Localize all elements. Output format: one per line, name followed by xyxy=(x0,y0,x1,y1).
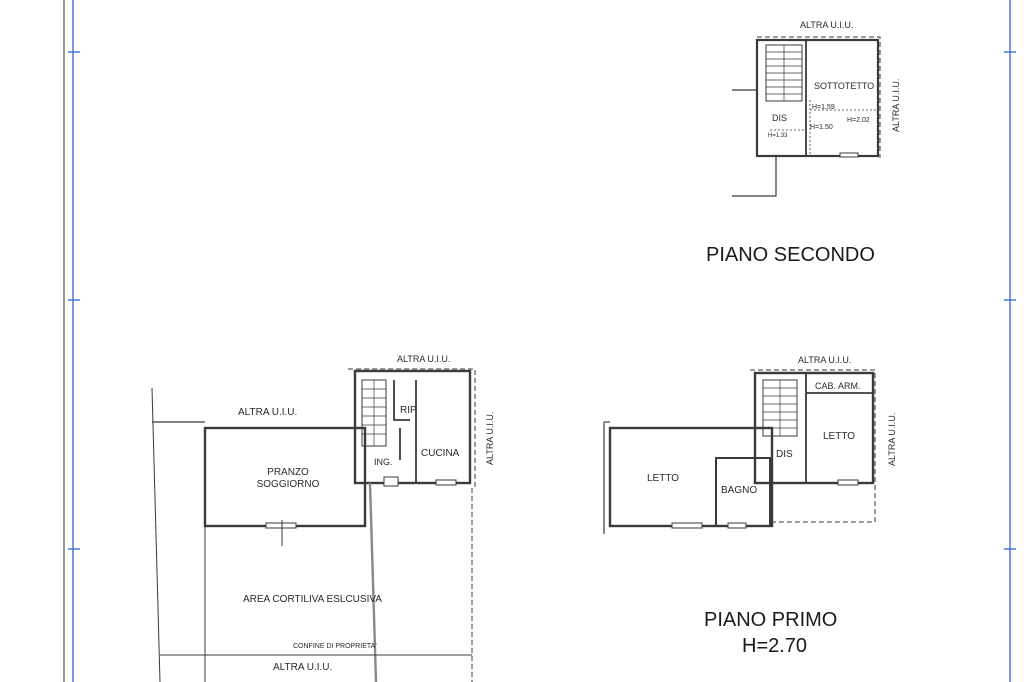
page-margins xyxy=(68,0,1016,682)
piano-terra-plan xyxy=(151,368,476,682)
pt-confine: CONFINE DI PROPRIETA' xyxy=(293,643,377,650)
pp-room-letto-left: LETTO xyxy=(647,473,680,484)
ps-room-dis: DIS xyxy=(772,113,788,123)
pt-room-pranzo-line2: SOGGIORNO xyxy=(256,479,320,490)
ps-altra-uiu-top: ALTRA U.I.U. xyxy=(800,20,854,30)
pp-room-letto-right: LETTO xyxy=(823,431,856,442)
piano-secondo-title: PIANO SECONDO xyxy=(706,244,875,266)
piano-secondo-plan xyxy=(732,36,881,197)
pp-room-dis: DIS xyxy=(776,449,793,460)
pt-altra-uiu-bottom: ALTRA U.I.U. xyxy=(273,662,333,673)
pp-altra-uiu-top: ALTRA U.I.U. xyxy=(798,355,852,365)
pt-area-cortiliva: AREA CORTILIVA ESLCUSIVA xyxy=(243,594,382,605)
piano-primo-height: H=2.70 xyxy=(742,635,808,657)
piano-primo-title: PIANO PRIMO xyxy=(704,609,838,631)
pp-room-cab-arm: CAB. ARM. xyxy=(815,381,861,391)
pt-room-ing: ING. xyxy=(374,457,393,467)
ps-h-150: H=1.50 xyxy=(810,124,833,131)
pt-room-cucina: CUCINA xyxy=(421,448,460,459)
pt-altra-uiu-side: ALTRA U.I.U. xyxy=(485,411,495,465)
pt-room-pranzo: PRANZO SOGGIORNO xyxy=(248,468,328,490)
piano-primo-plan xyxy=(603,369,876,534)
ps-room-sottotetto: SOTTOTETTO xyxy=(814,81,875,91)
pt-altra-uiu-left: ALTRA U.I.U. xyxy=(238,407,298,418)
pp-room-bagno: BAGNO xyxy=(721,485,758,496)
pt-altra-uiu-top: ALTRA U.I.U. xyxy=(397,354,451,364)
pt-room-pranzo-line1: PRANZO xyxy=(267,467,309,478)
pp-altra-uiu-side: ALTRA U.I.U. xyxy=(887,412,897,466)
ps-h-202: H=2.02 xyxy=(847,117,870,124)
ps-h-133: H=1.33 xyxy=(768,133,788,139)
pt-room-rip: RIP xyxy=(400,405,417,416)
ps-altra-uiu-side: ALTRA U.I.U. xyxy=(891,78,901,132)
ps-h-159: H=1.59 xyxy=(812,104,835,111)
